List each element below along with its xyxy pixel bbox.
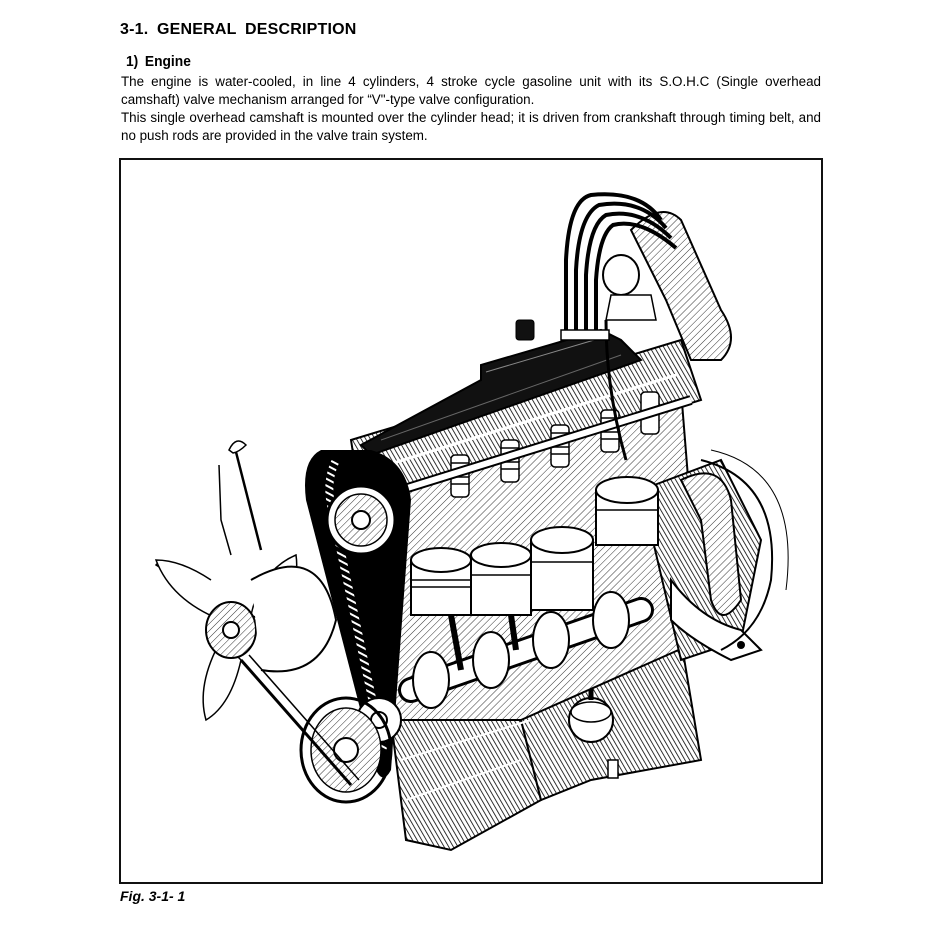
engine-cutaway-illustration xyxy=(154,192,789,852)
cooling-fan xyxy=(154,553,360,786)
intake-manifold xyxy=(670,472,763,662)
spark-plug-wires xyxy=(564,192,678,461)
camshaft xyxy=(399,395,693,495)
crankshaft xyxy=(398,591,654,709)
oil-dipstick xyxy=(218,440,263,556)
subsection-heading: 1) Engine xyxy=(126,53,191,70)
clutch-housing xyxy=(700,449,789,651)
rocker-cover xyxy=(359,319,643,457)
crankshaft-pulley xyxy=(299,696,393,804)
distributor xyxy=(602,211,732,361)
paragraph-engine-type: The engine is water-cooled, in line 4 cy… xyxy=(121,74,821,107)
engine-figure xyxy=(119,158,823,884)
section-heading: 3-1. GENERAL DESCRIPTION xyxy=(120,21,357,38)
paragraph-camshaft: This single overhead camshaft is mounted… xyxy=(121,110,821,143)
description-body: The engine is water-cooled, in line 4 cy… xyxy=(121,73,821,145)
figure-caption: Fig. 3-1- 1 xyxy=(120,888,186,904)
pistons xyxy=(410,476,659,616)
